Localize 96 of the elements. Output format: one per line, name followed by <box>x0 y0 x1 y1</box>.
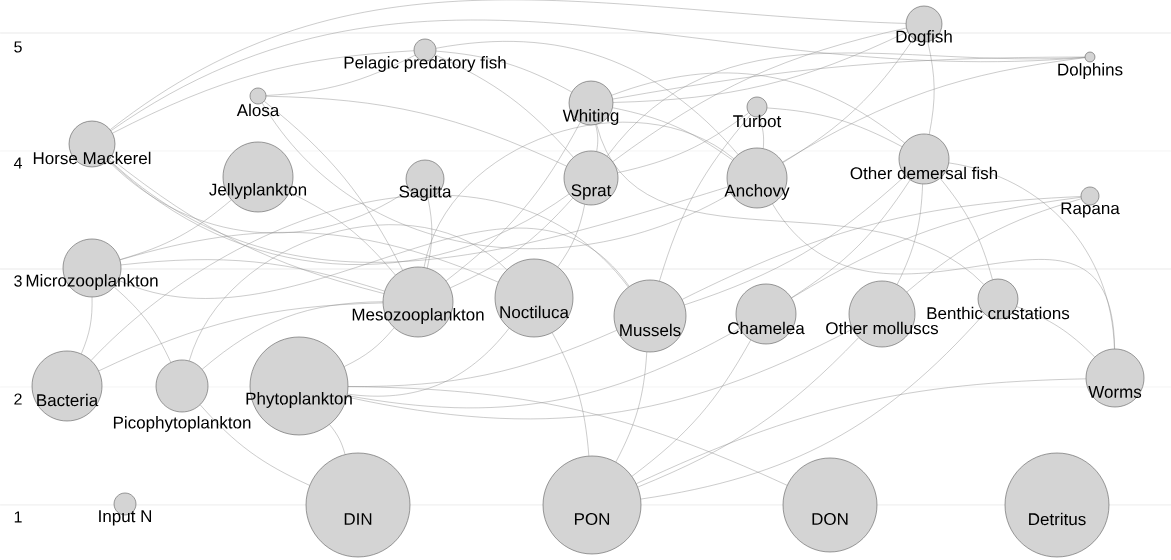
node-label: Worms <box>1088 386 1142 398</box>
node-label: Mussels <box>620 323 681 337</box>
food-web-link <box>427 197 433 269</box>
node-label: Benthic crustations <box>927 306 1070 320</box>
food-web-link <box>264 101 403 271</box>
food-web-link <box>108 159 729 262</box>
node-label: DON <box>812 512 848 525</box>
food-web-link <box>347 386 788 486</box>
food-web-link <box>640 313 985 500</box>
node-label: Bacteria <box>37 393 99 407</box>
node-label: Jellyplankton <box>209 183 306 199</box>
node-label: Dogfish <box>896 30 952 46</box>
food-web-link <box>615 351 648 463</box>
food-web-link <box>110 0 907 130</box>
food-web-link <box>637 337 859 488</box>
food-web-link <box>120 259 385 292</box>
food-web-link <box>948 162 1115 350</box>
food-web-link <box>346 328 853 420</box>
node-label: Input N <box>99 510 151 526</box>
food-web-link <box>435 41 739 155</box>
node-label: Turbot <box>733 114 782 128</box>
food-web-link <box>611 72 905 144</box>
node-label: Whiting <box>562 109 619 125</box>
food-web-link <box>434 54 574 158</box>
food-web-link <box>113 286 172 363</box>
food-web-link <box>939 178 993 280</box>
food-web-link <box>782 57 1086 163</box>
food-web-link <box>791 197 1082 299</box>
food-web-link <box>265 54 416 96</box>
axis-label: 1 <box>14 511 22 523</box>
food-web-link <box>98 302 384 372</box>
axis-label: 5 <box>14 41 22 53</box>
node-label: Microzooplankton <box>26 274 158 290</box>
food-web-link <box>81 296 93 355</box>
node-label: Pelagic predatory fish <box>344 56 506 72</box>
food-web-link <box>617 112 749 173</box>
food-web-link <box>347 328 510 397</box>
food-web-link <box>423 122 734 268</box>
food-web-link <box>612 27 907 162</box>
food-web-link <box>659 114 751 282</box>
food-web-link <box>681 196 1082 300</box>
food-web-link <box>110 158 385 294</box>
food-web-link <box>199 404 310 486</box>
node-label: Anchovy <box>724 184 790 200</box>
food-web-link <box>445 122 581 282</box>
food-web-link <box>631 339 751 477</box>
node-label: Detritus <box>1029 512 1086 526</box>
food-web-link <box>791 179 911 298</box>
node-label: Noctiluca <box>500 305 569 319</box>
food-web-link <box>636 378 1087 484</box>
food-web-link <box>612 56 1086 100</box>
food-web-link <box>766 107 903 147</box>
food-web-link <box>289 192 396 276</box>
food-web-link <box>90 195 629 361</box>
food-web-link <box>551 332 590 457</box>
food-web-link <box>201 301 384 370</box>
node-label: Other molluscs <box>826 321 939 335</box>
node-label: Other demersal fish <box>850 166 998 180</box>
axis-label: 3 <box>14 275 22 287</box>
food-web-link <box>119 199 232 260</box>
node-label: Phytoplankton <box>246 392 352 408</box>
food-web-link <box>595 124 599 152</box>
food-web-link <box>107 160 410 234</box>
node-label: Sagitta <box>399 185 452 201</box>
node-label: DIN <box>344 513 372 525</box>
node-label: Chamelea <box>728 321 805 335</box>
axis-label: 4 <box>13 157 22 169</box>
node-label: Dolphins <box>1058 63 1123 79</box>
food-web-link <box>684 175 906 306</box>
food-web-link <box>119 232 499 283</box>
node-label: PON <box>575 512 610 525</box>
food-web-link <box>782 38 914 163</box>
food-web-link <box>612 31 908 103</box>
food-web-link <box>596 124 985 285</box>
node-label: Sprat <box>571 184 612 200</box>
node-label: Rapana <box>1061 202 1120 218</box>
food-web-link <box>344 327 395 367</box>
food-web-link <box>1016 306 1095 358</box>
food-web-link <box>906 198 1082 293</box>
food-web-link <box>896 183 923 285</box>
food-web-link <box>112 50 415 134</box>
food-web-link <box>612 107 733 161</box>
food-web-link <box>450 197 573 289</box>
node-label: Alosa <box>236 103 280 117</box>
food-web-link <box>266 96 567 167</box>
food-web-link <box>927 41 935 135</box>
food-web-link <box>329 424 346 455</box>
node-label: Mesozooplankton <box>352 308 484 324</box>
food-web-link <box>118 227 630 299</box>
food-web-link <box>189 224 507 362</box>
food-web-link <box>261 102 732 249</box>
node-label: Horse Mackerel <box>33 151 151 165</box>
food-web-link <box>435 50 572 93</box>
food-web-link <box>557 204 585 268</box>
food-web-link <box>347 328 740 408</box>
node-label: Picophytoplankton <box>113 416 251 432</box>
